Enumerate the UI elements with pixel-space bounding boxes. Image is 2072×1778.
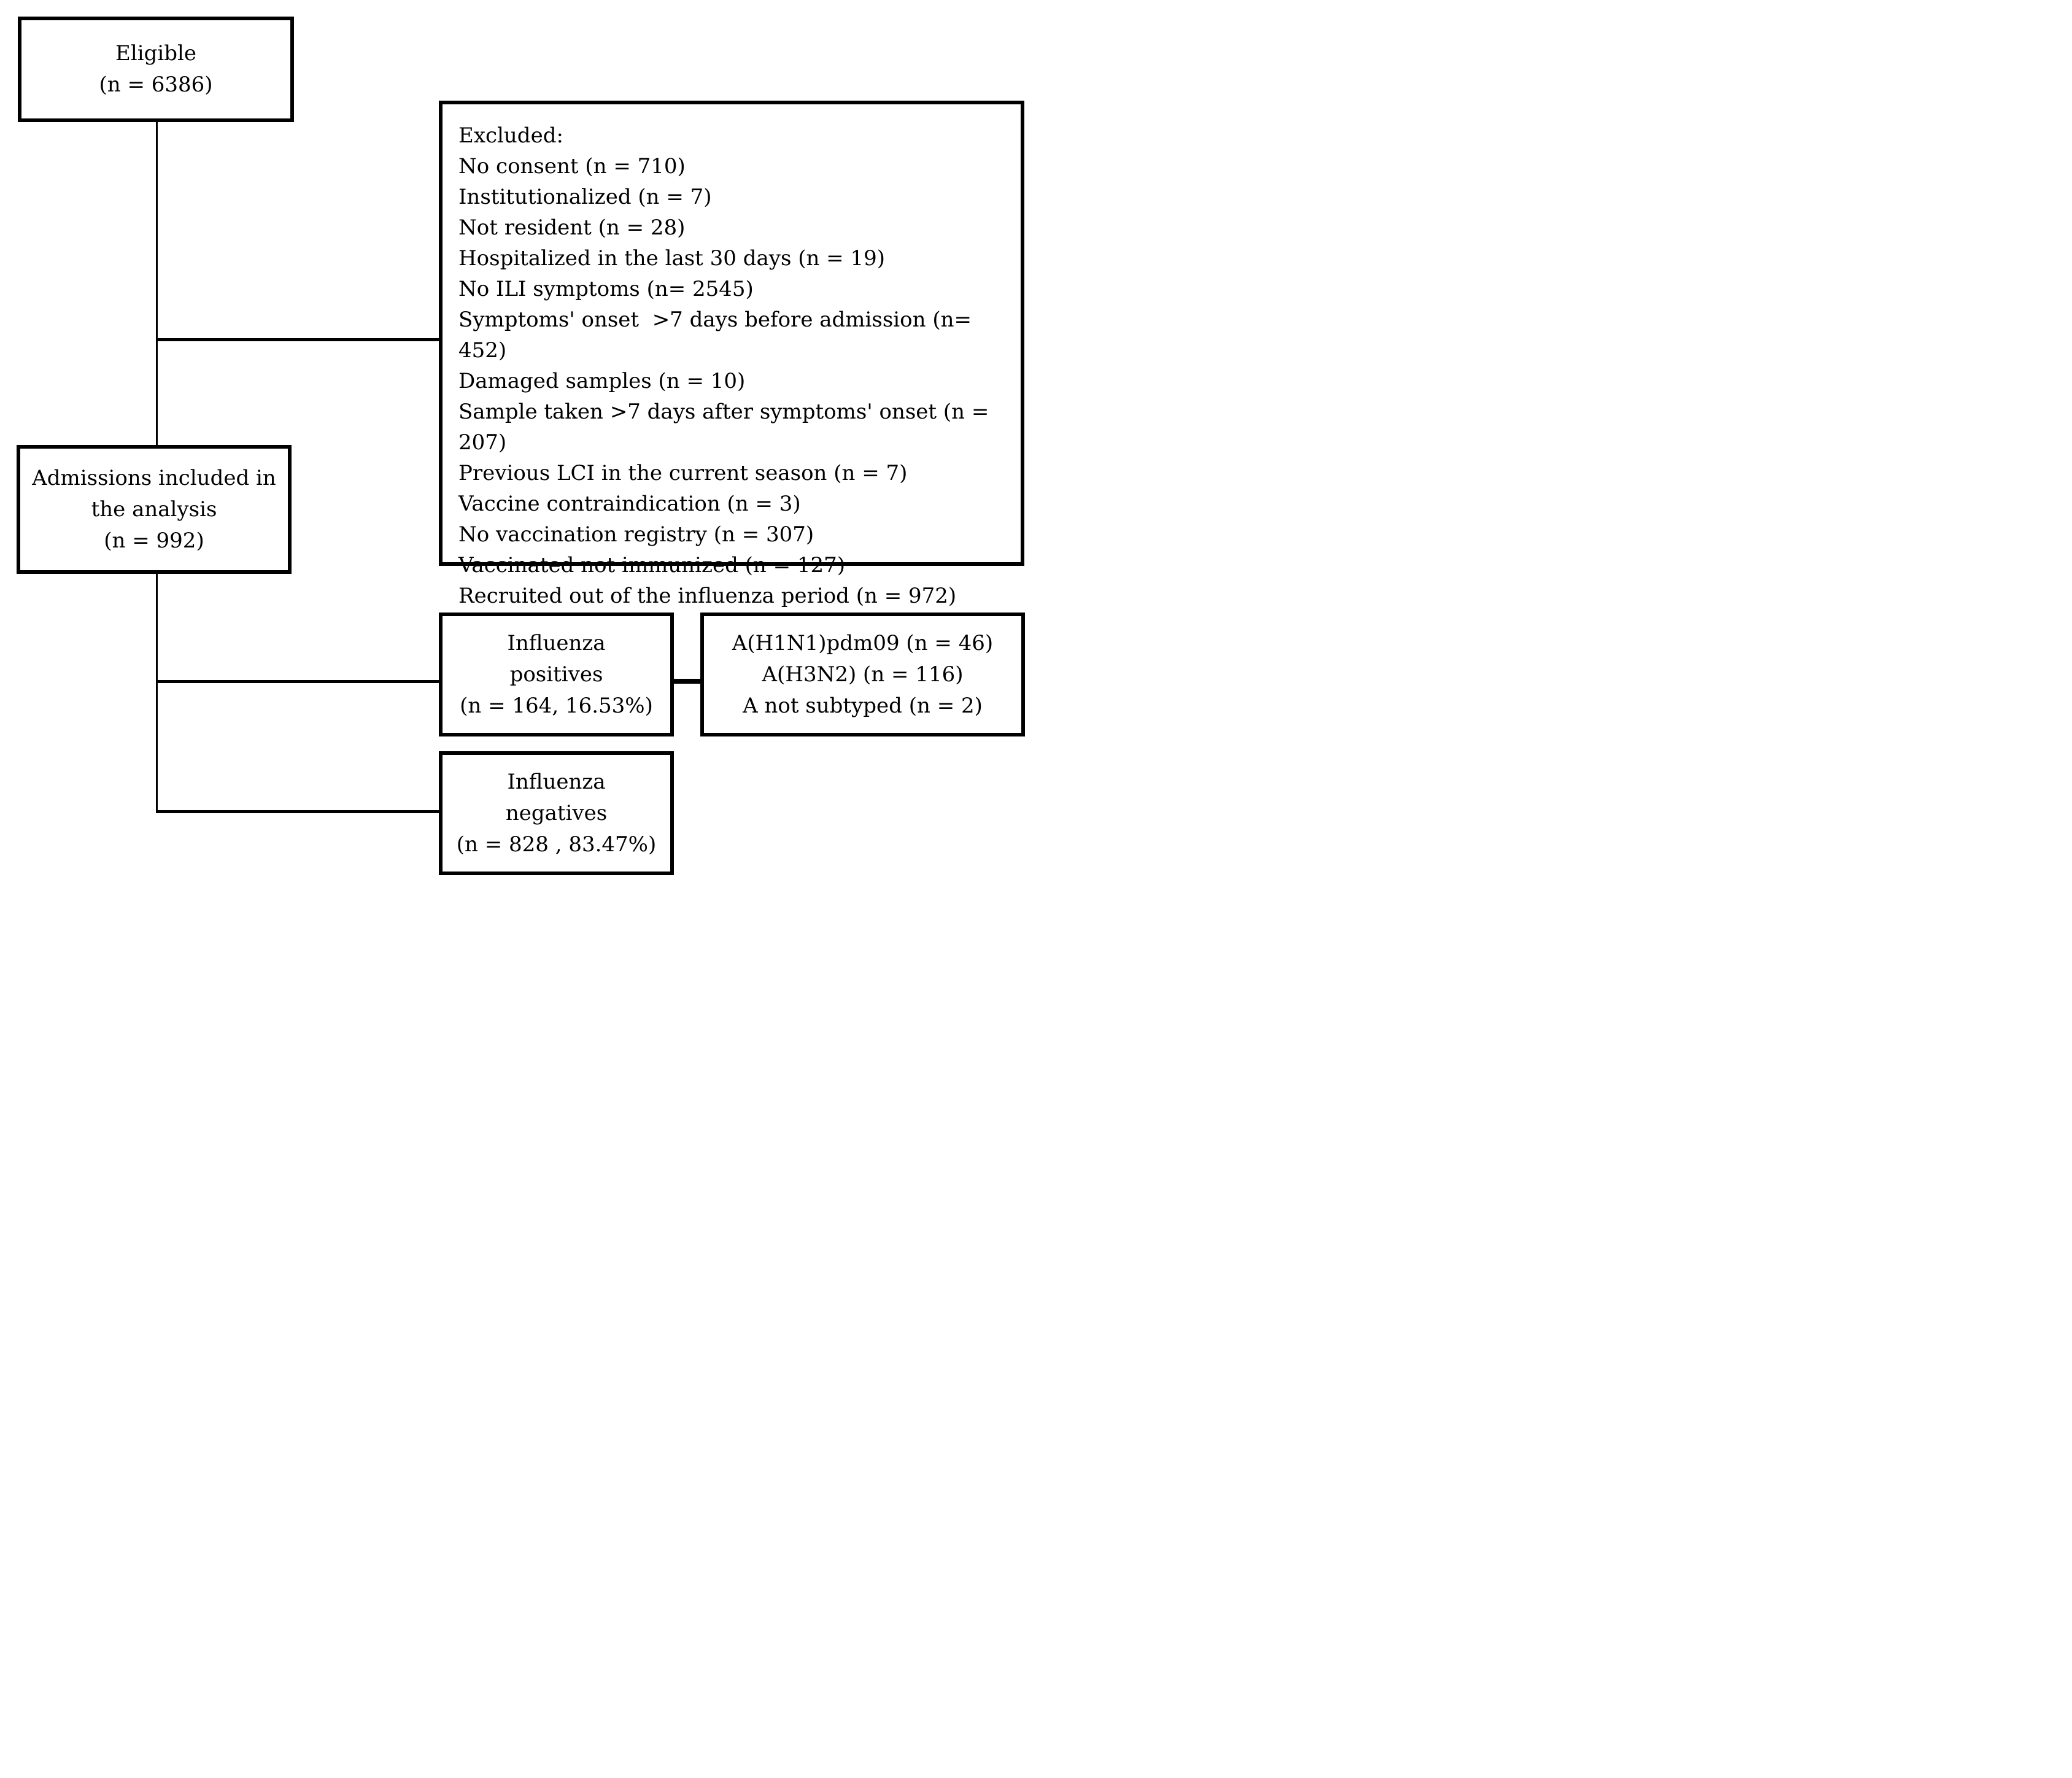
text-line: Vaccinated not immunized (n = 127)	[458, 553, 846, 578]
connector-admissions-down	[156, 574, 158, 813]
connector-eligible-to-admissions	[156, 122, 158, 445]
text-line: negatives	[505, 800, 608, 825]
text-line: positives	[509, 662, 603, 687]
connector-branch-to-positives	[157, 680, 439, 683]
influenza-negatives-box: Influenza negatives (n = 828 , 83.47%)	[439, 751, 674, 875]
text-line: Previous LCI in the current season (n = …	[458, 461, 908, 485]
text-line: (n = 164, 16.53%)	[460, 693, 653, 718]
text-line: Influenza	[507, 630, 606, 655]
connector-branch-to-negatives	[157, 810, 439, 813]
text-line: Recruited out of the influenza period (n…	[458, 584, 957, 608]
text-line: Institutionalized (n = 7)	[458, 185, 712, 209]
influenza-positives-box: Influenza positives (n = 164, 16.53%)	[439, 613, 674, 736]
text-line: Sample taken >7 days after symptoms' ons…	[458, 400, 996, 455]
study-flow-diagram: Eligible (n = 6386) Excluded: No consent…	[0, 0, 1036, 889]
text-line: Vaccine contraindication (n = 3)	[458, 492, 801, 516]
influenza-a-subtypes-box: A(H1N1)pdm09 (n = 46) A(H3N2) (n = 116) …	[700, 613, 1025, 736]
connector-branch-to-excluded	[157, 338, 439, 341]
text-line: Influenza	[507, 769, 606, 794]
text-line: (n = 992)	[104, 528, 204, 553]
text-line: Excluded:	[458, 123, 563, 148]
text-line: Admissions included in	[32, 465, 276, 490]
excluded-box: Excluded: No consent (n = 710) Instituti…	[439, 101, 1024, 608]
text-line: No consent (n = 710)	[458, 154, 686, 179]
text-line: Eligible	[115, 41, 196, 66]
text-line: No ILI symptoms (n= 2545)	[458, 277, 754, 301]
text-line: (n = 6386)	[99, 72, 213, 97]
admissions-box: Admissions included in the analysis (n =…	[17, 445, 292, 574]
eligible-box: Eligible (n = 6386)	[18, 17, 294, 122]
text-line: A not subtyped (n = 2)	[743, 693, 983, 718]
text-line: (n = 828 , 83.47%)	[456, 832, 657, 857]
text-line: A(H3N2) (n = 116)	[762, 662, 964, 687]
text-line: No vaccination registry (n = 307)	[458, 522, 814, 547]
text-line: Hospitalized in the last 30 days (n = 19…	[458, 246, 885, 271]
text-line: A(H1N1)pdm09 (n = 46)	[732, 630, 994, 655]
text-line: Symptoms' onset >7 days before admission…	[458, 307, 978, 363]
connector-positives-to-subtypes	[673, 679, 702, 684]
text-line: the analysis	[91, 497, 217, 522]
text-line: Not resident (n = 28)	[458, 215, 686, 240]
text-line: Damaged samples (n = 10)	[458, 369, 746, 393]
